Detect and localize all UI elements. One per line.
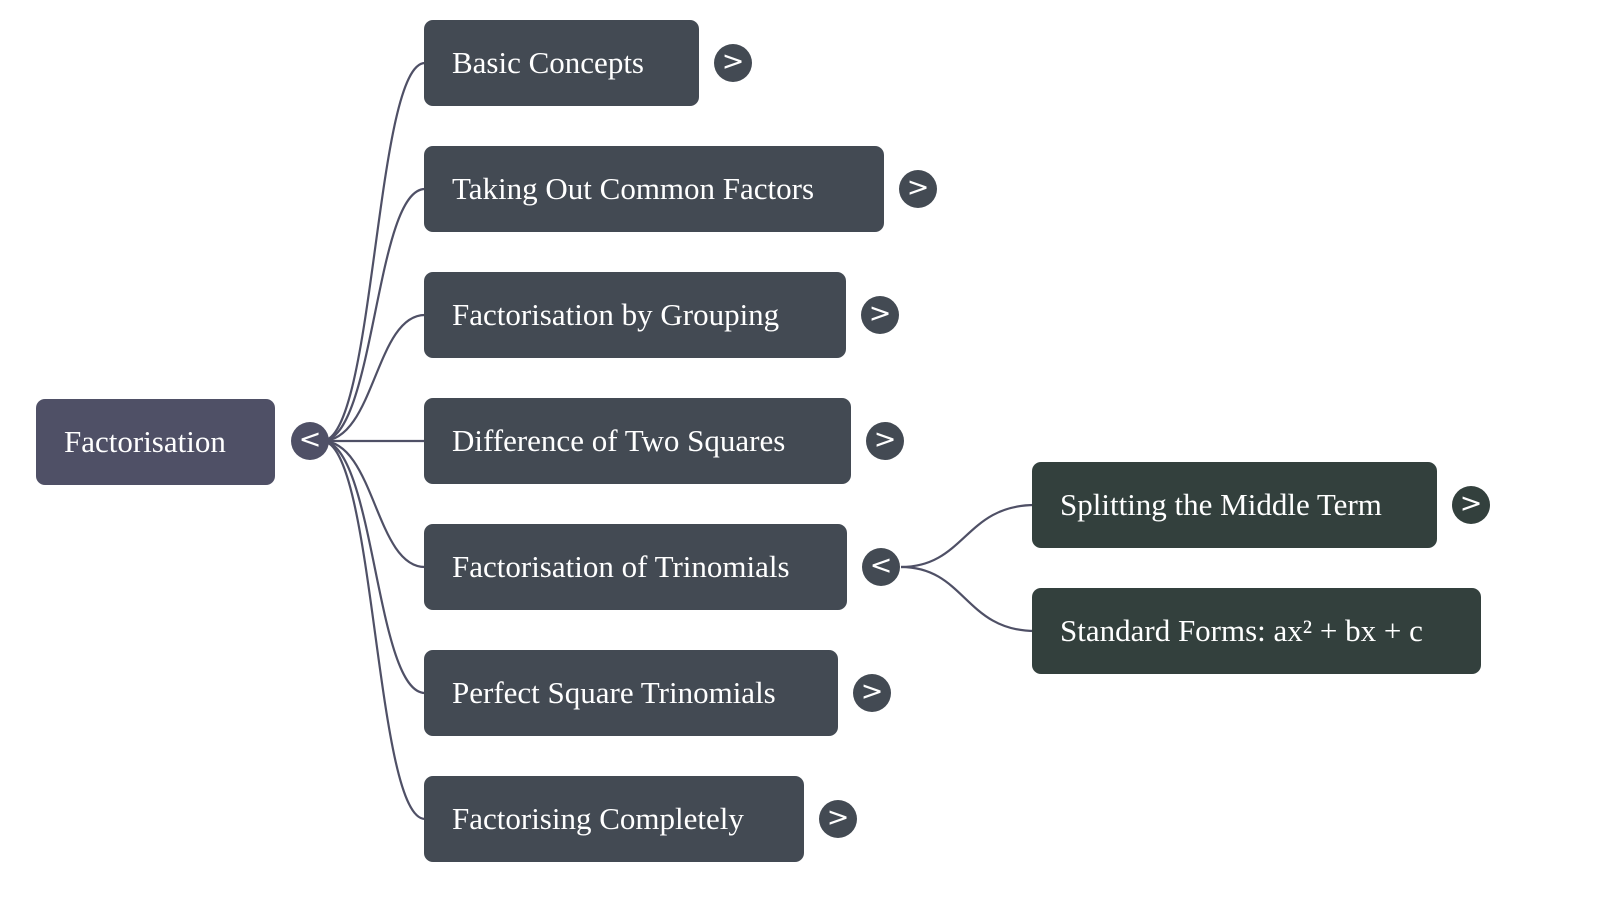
expand-chevron-right-icon[interactable]: > [853,674,891,712]
expand-chevron-right-icon[interactable]: > [866,422,904,460]
node-taking-out-common-factors[interactable]: Taking Out Common Factors [424,146,884,232]
node-label: Perfect Square Trinomials [452,675,776,710]
collapse-chevron-left-icon[interactable]: < [862,548,900,586]
node-label: Standard Forms: ax² + bx + c [1060,613,1423,648]
edge-root-to-common-factors [321,187,426,443]
node-label: Taking Out Common Factors [452,171,815,206]
edge-trinomials-to-standard-forms [900,565,1036,633]
edge-root-to-trinomials [321,439,426,569]
node-label: Factorisation [64,424,226,459]
node-factorising-completely[interactable]: Factorising Completely [424,776,804,862]
expand-chevron-right-icon[interactable]: > [899,170,937,208]
node-basic-concepts[interactable]: Basic Concepts [424,20,699,106]
edge-root-to-completely [321,439,426,821]
edge-root-to-perfect-square [321,439,426,695]
edge-root-to-basic-concepts [321,61,426,443]
node-label: Factorising Completely [452,801,744,836]
edge-root-to-grouping [321,313,426,443]
node-label: Splitting the Middle Term [1060,487,1382,522]
node-label: Factorisation of Trinomials [452,549,790,584]
node-factorisation-of-trinomials[interactable]: Factorisation of Trinomials [424,524,847,610]
node-perfect-square-trinomials[interactable]: Perfect Square Trinomials [424,650,838,736]
expand-chevron-right-icon[interactable]: > [1452,486,1490,524]
node-root-factorisation[interactable]: Factorisation [36,399,275,485]
node-label: Basic Concepts [452,45,644,80]
expand-chevron-right-icon[interactable]: > [714,44,752,82]
node-standard-forms[interactable]: Standard Forms: ax² + bx + c [1032,588,1481,674]
node-splitting-the-middle-term[interactable]: Splitting the Middle Term [1032,462,1437,548]
node-label: Difference of Two Squares [452,423,786,458]
expand-chevron-right-icon[interactable]: > [861,296,899,334]
node-difference-of-two-squares[interactable]: Difference of Two Squares [424,398,851,484]
node-factorisation-by-grouping[interactable]: Factorisation by Grouping [424,272,846,358]
expand-chevron-right-icon[interactable]: > [819,800,857,838]
node-label: Factorisation by Grouping [452,297,780,332]
collapse-chevron-left-icon[interactable]: < [291,422,329,460]
edge-trinomials-to-splitting [900,503,1036,569]
